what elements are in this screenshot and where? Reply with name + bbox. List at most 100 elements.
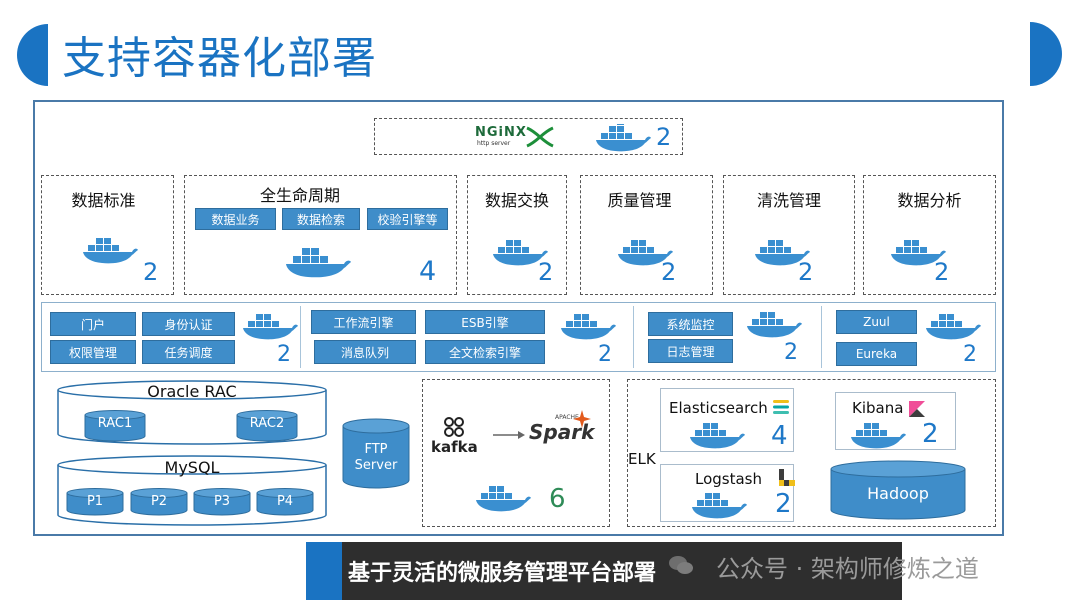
service-count: 2 [784,340,798,365]
elasticsearch-logo-icon [773,400,789,414]
module-count: 2 [538,258,554,286]
hadoop-cylinder [830,460,966,520]
architecture-frame [33,100,1004,536]
docker-whale-icon [596,124,651,152]
module-label: 数据标准 [71,191,136,210]
title-right-accent [1030,22,1064,86]
docker-whale-icon [243,314,298,340]
mysql-p3-node [193,488,251,516]
ftp-label-line2: Server [354,458,398,473]
mysql-label: MySQL [164,458,220,477]
nginx-x-mark [526,126,554,148]
module-count: 4 [419,256,437,287]
caption-bar: 基于灵活的微服务管理平台部署 [342,542,902,600]
wechat-icon [669,556,693,574]
mysql-p2-label: P2 [150,494,168,509]
service-workflow-engine: 工作流引擎 [311,310,416,334]
module-lifecycle: 全生命周期 数据业务 数据检索 校验引擎等 4 [184,175,457,295]
title-left-accent [14,24,48,86]
module-label: 数据交换 [484,191,549,210]
module-label: 清洗管理 [756,191,821,210]
lifecycle-tag: 数据检索 [282,208,360,230]
docker-whale-icon [476,486,531,512]
watermark-text: 公众号 · 架构师修炼之道 [716,555,979,583]
page-title: 支持容器化部署 [62,33,377,84]
service-system-monitoring: 系统监控 [648,312,733,336]
docker-whale-icon [618,240,673,266]
elasticsearch-box: Elasticsearch 4 [660,388,794,452]
right-half-circle [1030,22,1062,86]
module-count: 2 [143,258,159,286]
module-label: 质量管理 [607,191,672,210]
logstash-box: Logstash 2 [660,464,795,522]
services-divider [633,306,634,368]
service-identity-auth: 身份认证 [142,312,235,336]
mysql-p1-label: P1 [86,494,104,509]
docker-whale-icon [747,312,802,338]
rac1-node [84,410,146,442]
elk-box: ELK Elasticsearch 4 Kibana 2 Logstash 2 … [627,379,996,527]
nginx-logo-sub: http server [477,140,511,147]
mysql-p1-node [66,488,124,516]
nginx-count: 2 [656,123,672,151]
mysql-p4-node [256,488,314,516]
module-data-analysis: 数据分析 2 [863,175,996,295]
service-esb-engine: ESB引擎 [425,310,545,334]
hadoop-label: Hadoop [867,484,929,503]
services-row [41,302,996,372]
service-permission: 权限管理 [50,340,136,364]
mysql-p2-node [130,488,188,516]
docker-whale-icon [493,240,548,266]
logstash-label: Logstash [695,470,763,488]
rac1-label: RAC1 [97,416,133,431]
nginx-box: NGiNX http server 2 [374,118,683,155]
spark-star-icon [573,410,591,428]
service-log-management: 日志管理 [648,339,733,363]
module-label: 全生命周期 [260,186,341,205]
service-fulltext-search: 全文检索引擎 [425,340,545,364]
oracle-rac-label: Oracle RAC [147,382,237,401]
spark-label: Spark [529,420,595,444]
kibana-box: Kibana 2 [835,392,956,450]
docker-whale-icon [561,314,616,340]
rac2-label: RAC2 [249,416,285,431]
rac2-node [236,410,298,442]
left-half-circle [17,24,48,86]
service-portal: 门户 [50,312,136,336]
caption-text: 基于灵活的微服务管理平台部署 [348,561,657,586]
ftp-label-line1: FTP [364,442,388,457]
logstash-count: 2 [775,489,792,519]
docker-whale-icon [926,314,981,340]
kibana-logo-icon [909,401,925,417]
kibana-label: Kibana [852,399,904,417]
docker-whale-icon [755,240,810,266]
lifecycle-tag: 校验引擎等 [367,208,448,230]
elasticsearch-label: Elasticsearch [669,399,768,417]
docker-whale-icon [690,423,745,449]
streaming-count: 6 [549,484,566,514]
service-message-queue: 消息队列 [314,340,416,364]
nginx-logo-text: NGiNX [475,125,527,140]
module-count: 2 [934,258,950,286]
elasticsearch-count: 4 [771,421,788,451]
kafka-label: kafka [431,438,478,456]
kafka-logo-icon [444,417,464,437]
mysql-p3-label: P3 [213,494,231,509]
mysql-p4-label: P4 [276,494,294,509]
lifecycle-tag: 数据业务 [195,208,276,230]
docker-whale-icon [891,240,946,266]
service-eureka: Eureka [836,342,917,366]
module-cleansing-management: 清洗管理 2 [723,175,855,295]
module-label: 数据分析 [897,191,962,210]
streaming-box: kafka APACHE Spark 6 [422,379,610,527]
spark-small-label: APACHE [555,414,579,421]
docker-whale-icon [286,248,351,278]
module-quality-management: 质量管理 2 [580,175,713,295]
service-count: 2 [598,342,612,367]
service-zuul: Zuul [836,310,917,334]
module-data-exchange: 数据交换 2 [467,175,567,295]
module-data-standard: 数据标准 2 [41,175,174,295]
module-count: 2 [661,258,677,286]
module-count: 2 [798,258,814,286]
ftp-server-cylinder [342,418,410,489]
